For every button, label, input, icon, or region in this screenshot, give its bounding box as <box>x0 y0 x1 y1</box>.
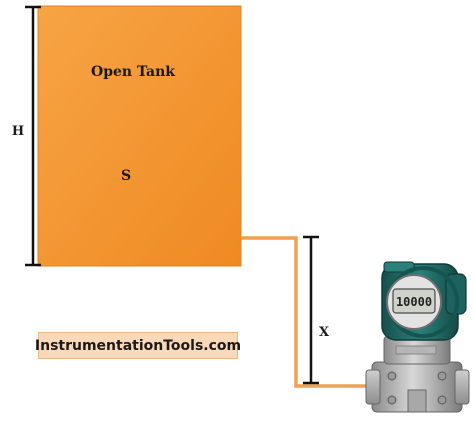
tank-title: Open Tank <box>91 64 175 80</box>
source-label: InstrumentationTools.com <box>35 332 241 359</box>
impulse-line <box>241 236 378 388</box>
transmitter-lcd <box>392 288 436 314</box>
transmitter-offset-label: X <box>319 325 330 340</box>
pressure-transmitter: 10000 <box>365 261 470 413</box>
fluid-symbol: S <box>121 168 131 184</box>
tank-height-dimension <box>25 5 41 267</box>
transmitter-offset-dimension <box>303 235 319 385</box>
open-tank <box>37 5 242 267</box>
tank-height-label: H <box>12 124 24 139</box>
transmitter-display-reading: 10000 <box>396 295 432 309</box>
